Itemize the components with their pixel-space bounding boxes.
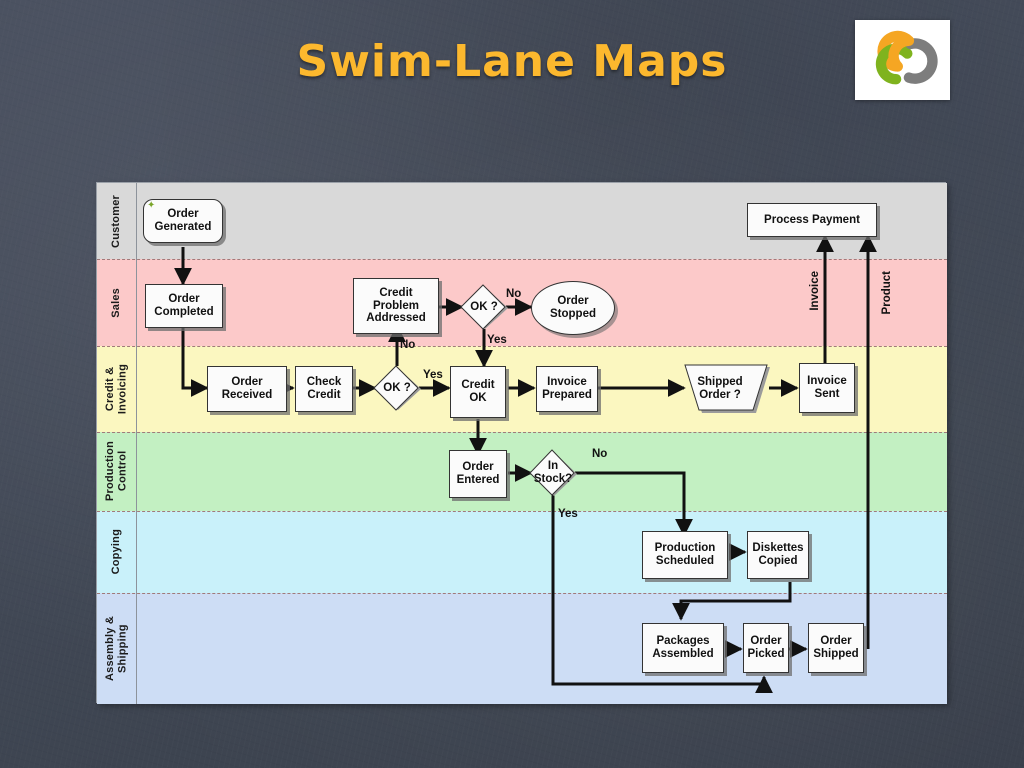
lane-divider [97,259,947,260]
node-process-payment[interactable]: Process Payment [747,203,877,237]
node-order-picked[interactable]: Order Picked [743,623,789,673]
node-in-stock-decision[interactable]: In Stock? [527,448,579,498]
page-title: Swim-Lane Maps [296,36,728,87]
lane-sales: Sales [97,259,947,346]
start-marker-icon: ✦ [147,200,156,211]
node-production-scheduled[interactable]: Production Scheduled [642,531,728,579]
node-shipped-order-decision-label: Shipped Order ? [697,376,743,401]
lane-production-control-header: Production Control [97,432,137,511]
edge-label-ok2-no: No [506,288,522,300]
node-invoice-prepared[interactable]: Invoice Prepared [536,366,598,412]
node-process-payment-label: Process Payment [764,213,860,226]
lane-divider [97,511,947,512]
edge-label-ok1-no: No [400,339,416,351]
node-packages-assembled-label: Packages Assembled [652,635,714,660]
node-order-shipped[interactable]: Order Shipped [808,623,864,673]
node-order-received[interactable]: Order Received [207,366,287,412]
node-order-stopped[interactable]: Order Stopped [531,281,615,335]
node-order-picked-label: Order Picked [747,635,785,660]
node-check-credit[interactable]: Check Credit [295,366,353,412]
node-credit-problem-addressed-label: Credit Problem Addressed [366,286,426,325]
lane-sales-header: Sales [97,259,137,346]
lane-divider [97,346,947,347]
node-ok-decision-2-label: OK ? [470,300,498,313]
node-credit-ok-label: Credit OK [461,379,495,404]
node-credit-problem-addressed[interactable]: Credit Problem Addressed [353,278,439,334]
node-ok-decision-2[interactable]: OK ? [458,283,510,331]
lane-customer-header: Customer [97,183,137,259]
node-order-completed-label: Order Completed [154,293,214,318]
edge-label-ok2-yes: Yes [487,334,507,346]
node-order-entered[interactable]: Order Entered [449,450,507,498]
swimlane-diagram: Customer Sales Credit & Invoicing Produc… [96,182,947,704]
node-order-generated-label: Order Generated [154,208,212,233]
edge-label-invoice: Invoice [809,271,821,311]
node-order-entered-label: Order Entered [456,461,500,486]
node-order-received-label: Order Received [221,376,273,401]
node-invoice-sent[interactable]: Invoice Sent [799,363,855,413]
three-interlocking-rings-logo [855,20,950,100]
node-invoice-sent-label: Invoice Sent [807,375,847,400]
edge-label-instock-no: No [592,448,608,460]
lane-credit-invoicing-header: Credit & Invoicing [97,346,137,432]
lane-assembly-shipping-header: Assembly & Shipping [97,593,137,704]
node-check-credit-label: Check Credit [306,376,342,401]
node-order-stopped-label: Order Stopped [550,295,596,320]
node-credit-ok[interactable]: Credit OK [450,366,506,418]
edge-label-product: Product [881,271,893,315]
node-diskettes-copied-label: Diskettes Copied [752,542,804,567]
node-packages-assembled[interactable]: Packages Assembled [642,623,724,673]
node-order-generated[interactable]: Order Generated [143,199,223,243]
edge-label-ok1-yes: Yes [423,369,443,381]
lane-copying: Copying [97,511,947,593]
node-diskettes-copied[interactable]: Diskettes Copied [747,531,809,579]
node-order-shipped-label: Order Shipped [813,635,859,660]
node-in-stock-decision-label: In Stock? [533,460,573,485]
lane-divider [97,432,947,433]
lane-copying-header: Copying [97,511,137,593]
node-production-scheduled-label: Production Scheduled [654,542,716,567]
node-invoice-prepared-label: Invoice Prepared [542,376,592,401]
node-ok-decision-1-label: OK ? [383,381,411,394]
edge-label-instock-yes: Yes [558,508,578,520]
lane-divider [97,593,947,594]
logo-graphic [875,30,938,85]
node-shipped-order-decision[interactable]: Shipped Order ? [683,363,771,415]
node-order-completed[interactable]: Order Completed [145,284,223,328]
lane-copying-body [137,511,947,593]
node-ok-decision-1[interactable]: OK ? [371,364,423,412]
